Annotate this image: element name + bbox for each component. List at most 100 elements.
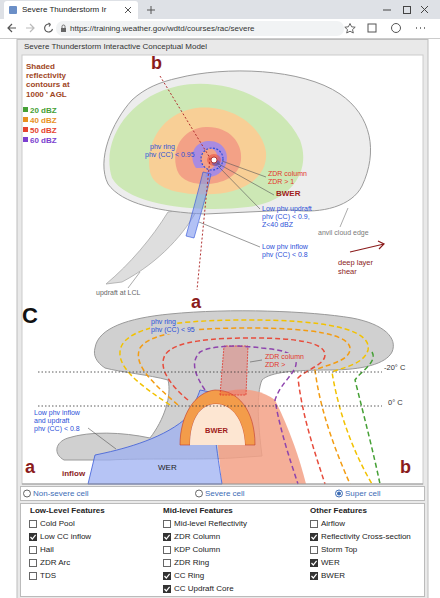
anvil-outline [104, 71, 371, 214]
toolbar [0, 19, 440, 38]
legend-heading: Shaded reflectivity contours at 1000 ' A… [26, 62, 76, 99]
checkbox [164, 547, 171, 554]
column-heading: Other Features [310, 506, 367, 515]
checkbox-label: Cold Pool [40, 519, 75, 528]
feature-panel-box [21, 504, 425, 597]
radio-selected-dot [337, 492, 341, 496]
checkbox-label: Storm Top [321, 545, 357, 554]
radio-label: Non-severe cell [33, 489, 89, 498]
checked-checkbox-group [29, 533, 318, 593]
checkbox-checked [310, 533, 318, 541]
checkbox-label: Hail [40, 545, 54, 554]
radio-label: Super cell [345, 489, 381, 498]
annotation: Low phv updraft [262, 205, 312, 213]
legend-row: 50 dBZ [23, 126, 57, 135]
temperature-label: -20° C [384, 364, 405, 373]
legend-row: 40 dBZ [23, 116, 57, 125]
updraft-lcl-region [106, 208, 198, 284]
annotation: ZDR > 1 [268, 178, 294, 186]
tab-title: Severe Thunderstorm Ir [22, 5, 106, 14]
radio-button [24, 490, 31, 497]
lock-icon [61, 28, 66, 32]
address-bar: https://training.weather.gov/wdtd/course… [56, 21, 344, 36]
checkbox [30, 521, 37, 528]
isotherm-minus20 [38, 372, 382, 373]
refresh-icon [45, 23, 53, 32]
annotation: Low phv inflow [262, 243, 308, 251]
checkmark [31, 535, 36, 539]
bwer-cavity [190, 404, 245, 445]
annotation: BWER [205, 427, 228, 436]
annotation: inflow [62, 469, 85, 478]
annotation: ZDR column [264, 353, 305, 361]
annotation: phv (CC) < 95 [150, 326, 196, 334]
radio-button [336, 490, 343, 497]
legend-text: 60 dBZ [30, 136, 57, 145]
panel-letter: C [22, 303, 38, 328]
close-window-icon [421, 6, 428, 13]
legend-text: 20 dBZ [30, 106, 57, 115]
annotation: WER [158, 463, 177, 472]
checkbox-label: CC Ring [174, 571, 204, 580]
page-panel [17, 40, 428, 598]
checkmark [312, 574, 317, 578]
annotation: deep layer shear [338, 259, 378, 276]
bwer-arch [180, 390, 255, 445]
annotation: anvil cloud edge [318, 229, 369, 237]
checkbox-checked [310, 559, 318, 567]
annotation: updraft at LCL [96, 289, 140, 297]
checkbox-label: Reflectivity Cross-section [321, 532, 411, 541]
checkbox-label: WER [321, 558, 340, 567]
checkbox-label: Low CC inflow [40, 532, 91, 541]
checkbox [311, 547, 318, 554]
cross-section-line [160, 76, 210, 290]
toolbar-border [0, 38, 440, 39]
checkmark [165, 574, 170, 578]
annotation: phv ring [150, 143, 175, 151]
annotation: phv (CC) < 0.95 [145, 151, 195, 159]
cc-ring [201, 148, 223, 170]
favicon [9, 6, 17, 14]
section-endpoint: a [191, 292, 201, 313]
maximize-icon [404, 7, 411, 14]
annotation: ZDR > [264, 361, 286, 369]
diagram-area [22, 55, 423, 484]
checkbox [30, 573, 37, 580]
radio-bar: Non-severe cell Severe cell Super cell [20, 486, 425, 501]
reflectivity-contour-dashed [120, 320, 372, 484]
annotation: phv (CC) < 0.8 [34, 425, 80, 433]
favorite-icon [345, 24, 355, 34]
storm-cloud [57, 311, 393, 460]
legend-text: 50 dBZ [30, 126, 57, 135]
back-icon [8, 24, 16, 32]
checkbox [311, 521, 318, 528]
checkbox-label: Airflow [321, 519, 345, 528]
forward-icon [26, 24, 34, 32]
feature-panel: Low-Level FeaturesMid-level FeaturesOthe… [20, 503, 425, 597]
radio-label: Severe cell [205, 489, 245, 498]
new-tab-icon [147, 6, 155, 14]
ground-line [22, 484, 423, 485]
checkbox-checked [163, 585, 171, 593]
checkmark [165, 535, 170, 539]
checkbox [30, 547, 37, 554]
leader-lines [199, 161, 274, 247]
checkbox-checked [163, 572, 171, 580]
checkmark [165, 587, 170, 591]
annotation: phv (CC) < 0.9, Z<40 dBZ [262, 213, 316, 229]
checkbox-label: CC Updraft Core [174, 584, 234, 593]
checkbox-checked [310, 572, 318, 580]
reflectivity-contour-dashed [163, 338, 325, 484]
profile-icon [392, 24, 401, 33]
legend-swatch [23, 107, 28, 112]
bwer-region [211, 157, 217, 163]
checkbox-label: Mid-level Reflectivity [174, 519, 247, 528]
address-field [56, 21, 344, 36]
annotation: Low phv inflow and updraft [34, 409, 84, 425]
radio-button [196, 490, 203, 497]
checkbox-label: KDP Column [174, 545, 220, 554]
legend-row: 60 dBZ [23, 136, 57, 145]
legend-row: 20 dBZ [23, 106, 57, 115]
checkbox-label: ZDR Ring [174, 558, 209, 567]
checkbox-label: ZDR Column [174, 532, 220, 541]
